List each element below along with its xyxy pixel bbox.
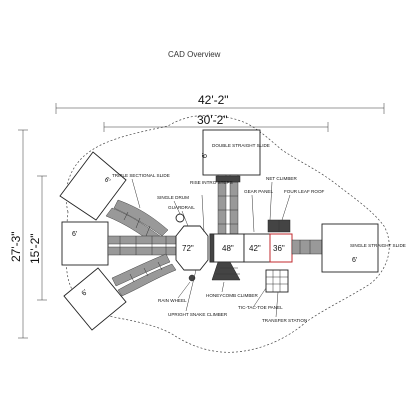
inner-width-label: 30'-2": [197, 113, 228, 127]
callout-gear-panel: GEAR PANEL: [244, 189, 273, 233]
deck-36: 36": [269, 233, 293, 263]
svg-text:SINGLE STRAIGHT SLIDE: SINGLE STRAIGHT SLIDE: [350, 243, 406, 248]
callout-four-leaf-roof: FOUR LEAF ROOF: [281, 189, 325, 221]
triple-sectional-slide: 6': [59, 151, 169, 245]
deck-48-height: 48": [222, 244, 234, 253]
diagram-title: CAD Overview: [168, 50, 221, 59]
deck-72: 72": [175, 225, 209, 271]
svg-text:HONEYCOMB CLIMBER: HONEYCOMB CLIMBER: [206, 293, 258, 298]
deck-48: 48": [209, 233, 245, 263]
overall-depth-dimension: 27'-3": [9, 129, 28, 339]
deck-42-height: 42": [249, 244, 261, 253]
svg-text:NET CLIMBER: NET CLIMBER: [266, 176, 297, 181]
svg-text:TIC-TAC-TOE PANEL: TIC-TAC-TOE PANEL: [238, 305, 283, 310]
svg-text:FOUR LEAF ROOF: FOUR LEAF ROOF: [284, 189, 325, 194]
svg-text:RISE INTRO STEPS: RISE INTRO STEPS: [190, 180, 233, 185]
callout-rain-wheel: RAIN WHEEL: [158, 281, 191, 303]
callout-tic-tac-toe-panel: TIC-TAC-TOE PANEL: [238, 287, 283, 310]
svg-text:TRANSFER STATION: TRANSFER STATION: [262, 318, 307, 323]
inner-depth-dimension: 15'-2": [28, 175, 47, 301]
deck-42: 42": [243, 233, 271, 263]
svg-text:RAIN WHEEL: RAIN WHEEL: [158, 298, 187, 303]
lower-left-slide: 6': [63, 253, 177, 331]
overall-depth-label: 27'-3": [9, 231, 23, 262]
single-drum-marker: [175, 213, 185, 223]
callout-honeycomb-climber: HONEYCOMB CLIMBER: [206, 281, 258, 298]
deck-72-height: 72": [182, 244, 194, 253]
svg-text:GUARDRAIL: GUARDRAIL: [168, 205, 195, 210]
upper-left-slide-width: 6': [103, 176, 112, 185]
callout-double-straight-slide: DOUBLE STRAIGHT SLIDE: [212, 143, 270, 148]
four-leaf-roof: [267, 219, 291, 233]
svg-text:DOUBLE STRAIGHT SLIDE: DOUBLE STRAIGHT SLIDE: [212, 143, 270, 148]
inner-depth-label: 15'-2": [28, 233, 42, 264]
svg-text:UPRIGHT SNAKE CLIMBER: UPRIGHT SNAKE CLIMBER: [168, 312, 228, 317]
right-slide-width: 6': [352, 257, 357, 264]
top-slide-width: 6': [202, 153, 209, 158]
callout-upright-snake-climber: UPRIGHT SNAKE CLIMBER: [168, 269, 228, 317]
single-straight-slide: 6': [291, 223, 379, 273]
callout-single-straight-slide: SINGLE STRAIGHT SLIDE: [350, 243, 406, 248]
inner-width-dimension: 30'-2": [103, 113, 329, 132]
left-slide-width: 6': [72, 231, 77, 238]
overall-width-dimension: 42'-2": [55, 93, 385, 114]
overall-width-label: 42'-2": [198, 93, 229, 107]
transfer-station: [265, 269, 289, 293]
lower-left-slide-width: 6': [81, 289, 90, 298]
callout-triple-sectional-slide: TRIPLE SECTIONAL SLIDE: [112, 173, 170, 209]
use-zone-outline: [65, 114, 390, 353]
honeycomb-climber: [211, 261, 241, 281]
svg-text:TRIPLE SECTIONAL SLIDE: TRIPLE SECTIONAL SLIDE: [112, 173, 170, 178]
callout-rise-intro-steps: RISE INTRO STEPS: [190, 180, 233, 233]
callout-transfer-station: TRANSFER STATION: [262, 291, 307, 323]
deck-36-height: 36": [273, 244, 285, 253]
left-slide: 6': [61, 221, 179, 266]
double-straight-slide: 6': [202, 129, 261, 238]
svg-text:GEAR PANEL: GEAR PANEL: [244, 189, 273, 194]
callout-net-climber: NET CLIMBER: [266, 176, 297, 221]
svg-text:SINGLE DRUM: SINGLE DRUM: [157, 195, 189, 200]
callout-single-drum: SINGLE DRUM: [157, 195, 189, 215]
callout-guardrail: GUARDRAIL: [168, 205, 195, 227]
